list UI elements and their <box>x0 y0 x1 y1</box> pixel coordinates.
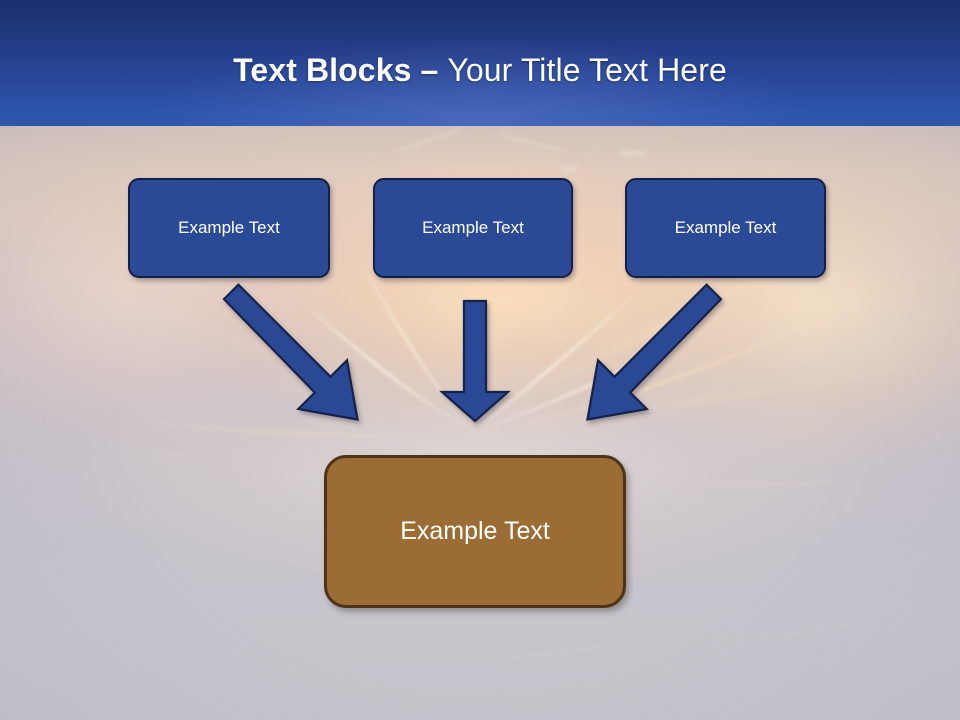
text-block-label: Example Text <box>400 517 550 545</box>
title-band <box>0 0 960 126</box>
text-block-label: Example Text <box>674 218 777 237</box>
page-title-light: Your Title Text Here <box>447 52 727 88</box>
title-band-glow <box>0 0 960 126</box>
text-block-bottom[interactable]: Example Text <box>324 455 626 608</box>
text-block-top-1[interactable]: Example Text <box>128 178 330 278</box>
text-block-top-2[interactable]: Example Text <box>373 178 573 278</box>
page-title-separator: – <box>420 52 448 88</box>
text-block-top-3[interactable]: Example Text <box>625 178 826 278</box>
text-block-label: Example Text <box>422 218 524 237</box>
text-block-label: Example Text <box>178 218 280 237</box>
page-title: Text Blocks – Your Title Text Here <box>0 50 960 90</box>
page-title-strong: Text Blocks <box>233 52 421 88</box>
